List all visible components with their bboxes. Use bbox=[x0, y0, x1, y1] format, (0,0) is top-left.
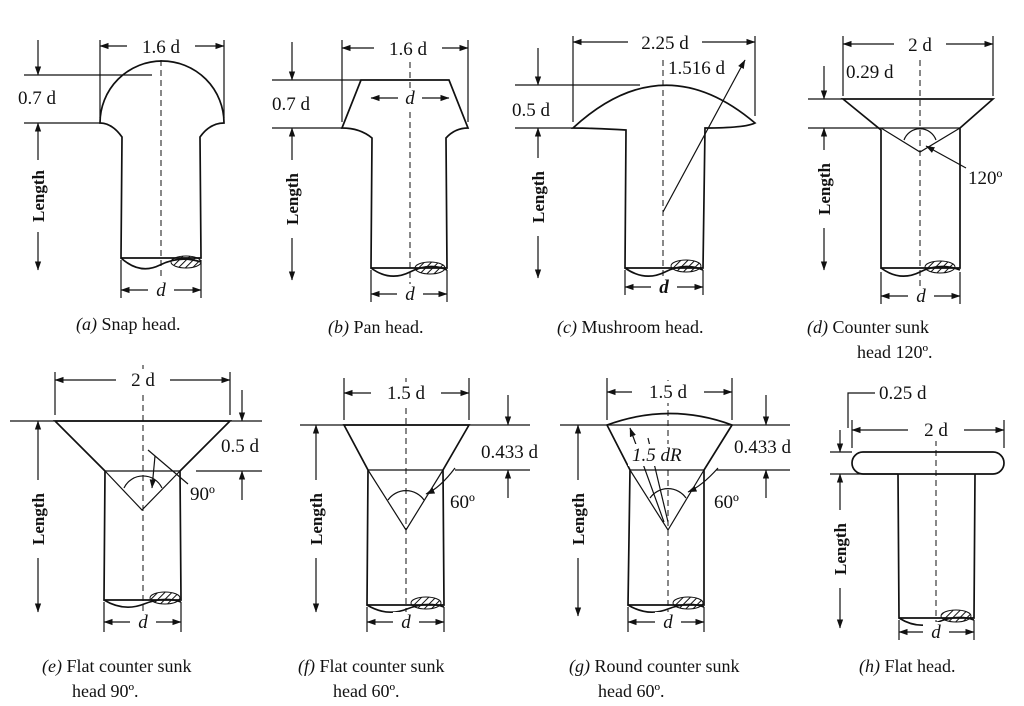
panel-h-flat-head: 2 d 0.25 d d Length (h) Flat head. bbox=[829, 383, 1005, 677]
panel-e-flat-counter-sunk-90: 2 d 0.5 d 90º d Length (e) Flat counter … bbox=[10, 365, 262, 701]
dim-b-head-height: 0.7 d bbox=[272, 94, 311, 115]
dim-f-length: Length bbox=[307, 492, 326, 545]
rivet-b-drawing bbox=[272, 40, 470, 302]
caption-g-line1: (g) Round counter sunk bbox=[569, 656, 739, 677]
dim-h-shank: d bbox=[931, 622, 941, 643]
caption-f-line1: (f) Flat counter sunk bbox=[298, 656, 445, 677]
dim-e-length: Length bbox=[29, 492, 48, 545]
dim-a-head-width: 1.6 d bbox=[142, 37, 181, 58]
dim-a-length: Length bbox=[29, 169, 48, 222]
dim-c-head-width: 2.25 d bbox=[641, 33, 689, 54]
caption-e-line1: (e) Flat counter sunk bbox=[42, 656, 191, 677]
caption-g-line2: head 60º. bbox=[598, 681, 665, 701]
rivet-f-drawing bbox=[300, 378, 530, 632]
dim-d-angle: 120º bbox=[968, 168, 1003, 189]
caption-h: (h) Flat head. bbox=[859, 656, 955, 677]
dim-b-top-width: d bbox=[405, 88, 415, 109]
dim-h-head-height: 0.25 d bbox=[879, 383, 927, 404]
panel-a-snap-head: 1.6 d 0.7 d d Length (a) Snap head. bbox=[18, 36, 225, 335]
dim-c-length: Length bbox=[529, 170, 548, 223]
panel-g-round-counter-sunk-60: 1.5 d 1.5 dR 0.433 d 60º d Length (g) Ro… bbox=[560, 378, 792, 701]
dim-g-head-height: 0.433 d bbox=[734, 437, 792, 458]
caption-b: (b) Pan head. bbox=[328, 317, 423, 338]
dim-e-head-width: 2 d bbox=[131, 370, 155, 391]
panel-f-flat-counter-sunk-60: 1.5 d 0.433 d 60º d Length (f) Flat coun… bbox=[298, 378, 539, 701]
panel-c-mushroom-head: 2.25 d 1.516 d 0.5 d d Length (c) Mushro… bbox=[512, 32, 757, 338]
dim-e-head-height: 0.5 d bbox=[221, 436, 260, 457]
dim-h-length: Length bbox=[831, 522, 850, 575]
dim-c-head-height: 0.5 d bbox=[512, 100, 551, 121]
caption-f-line2: head 60º. bbox=[333, 681, 400, 701]
dim-f-shank: d bbox=[401, 612, 411, 633]
caption-d-line1: (d) Counter sunk bbox=[807, 317, 929, 338]
dim-f-angle: 60º bbox=[450, 492, 475, 513]
dim-b-head-width: 1.6 d bbox=[389, 39, 428, 60]
panel-d-counter-sunk-120: 2 d 0.29 d 120º d Length (d) Counter sun… bbox=[807, 34, 1003, 362]
dim-d-head-height: 0.29 d bbox=[846, 62, 894, 83]
dim-g-radius: 1.5 dR bbox=[632, 445, 682, 466]
dim-d-head-width: 2 d bbox=[908, 35, 932, 56]
caption-e-line2: head 90º. bbox=[72, 681, 139, 701]
dim-c-shank: d bbox=[659, 277, 669, 298]
rivet-g-drawing bbox=[560, 378, 790, 632]
dim-e-shank: d bbox=[138, 612, 148, 633]
dim-c-radius: 1.516 d bbox=[668, 58, 726, 79]
caption-a: (a) Snap head. bbox=[76, 314, 180, 335]
dim-g-angle: 60º bbox=[714, 492, 739, 513]
dim-f-head-width: 1.5 d bbox=[387, 383, 426, 404]
rivet-d-drawing bbox=[808, 36, 996, 304]
dim-b-shank: d bbox=[405, 284, 415, 305]
dim-h-head-width: 2 d bbox=[924, 420, 948, 441]
dim-a-head-height: 0.7 d bbox=[18, 88, 57, 109]
caption-c: (c) Mushroom head. bbox=[557, 317, 703, 338]
dim-g-shank: d bbox=[663, 612, 673, 633]
rivet-a-drawing bbox=[24, 40, 225, 298]
rivet-c-drawing bbox=[515, 36, 757, 295]
dim-d-shank: d bbox=[916, 286, 926, 307]
dim-g-length: Length bbox=[569, 492, 588, 545]
panel-b-pan-head: 1.6 d d 0.7 d d Length (b) Pan head. bbox=[272, 38, 470, 338]
dim-a-shank: d bbox=[156, 280, 166, 301]
dim-e-angle: 90º bbox=[190, 484, 215, 505]
dim-g-head-width: 1.5 d bbox=[649, 382, 688, 403]
dim-d-length: Length bbox=[815, 162, 834, 215]
caption-d-line2: head 120º. bbox=[857, 342, 933, 362]
dim-b-length: Length bbox=[283, 172, 302, 225]
dim-f-head-height: 0.433 d bbox=[481, 442, 539, 463]
